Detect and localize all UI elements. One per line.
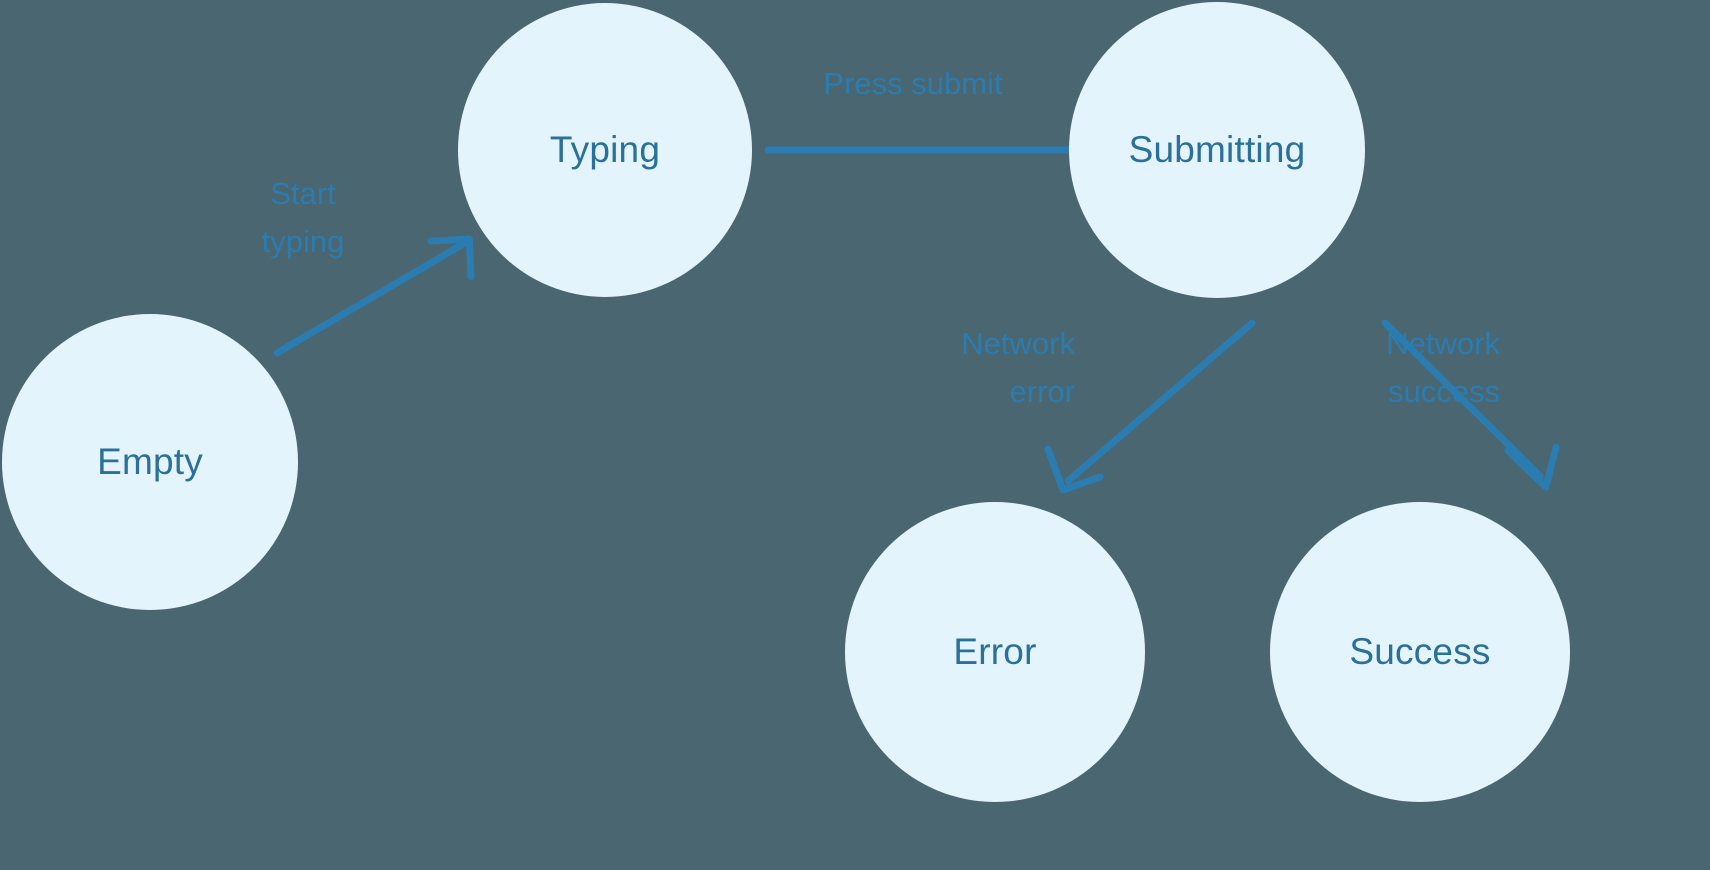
edge-submitting-to-success xyxy=(1381,319,1560,491)
edge-empty-to-typing xyxy=(273,235,475,357)
edge-label-press-submit: Press submit xyxy=(823,66,1003,101)
state-node-empty[interactable]: Empty xyxy=(2,314,298,610)
state-node-label: Success xyxy=(1349,631,1491,672)
edge-label-network-success: Network success xyxy=(1386,326,1500,410)
state-node-label: Submitting xyxy=(1128,129,1306,170)
state-node-submitting[interactable]: Submitting xyxy=(1069,2,1365,298)
state-node-label: Error xyxy=(953,631,1037,672)
edge-submitting-to-error xyxy=(1044,319,1256,494)
state-node-typing[interactable]: Typing xyxy=(458,3,752,297)
edge-label-start-typing: Start typing xyxy=(261,176,345,260)
state-node-success[interactable]: Success xyxy=(1270,502,1570,802)
state-node-error[interactable]: Error xyxy=(845,502,1145,802)
edge-label-network-error: Network error xyxy=(961,326,1075,410)
state-node-label: Typing xyxy=(549,129,661,170)
state-node-label: Empty xyxy=(97,441,203,482)
